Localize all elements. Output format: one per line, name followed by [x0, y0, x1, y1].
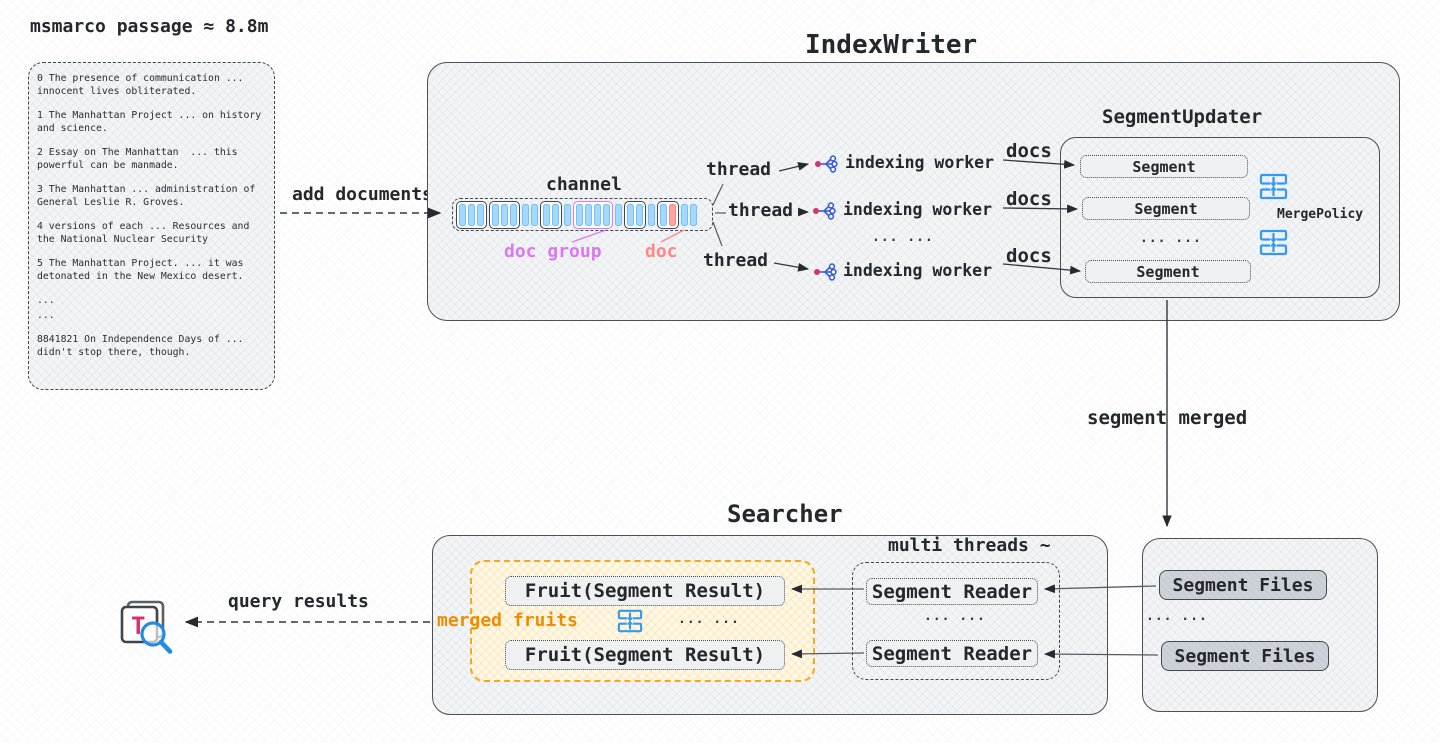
- doc-batch: [657, 200, 679, 229]
- doc-batch: [540, 200, 562, 229]
- doc-bar: [660, 203, 667, 226]
- doc-bar: [501, 203, 508, 226]
- merged-fruits-label: merged fruits: [437, 610, 578, 631]
- tokenizer-icon: [814, 155, 840, 177]
- doc-bar: [576, 203, 583, 226]
- channel-label: channel: [546, 174, 622, 195]
- thread-label: thread: [706, 159, 772, 180]
- segment-files-box: Segment Files: [1159, 570, 1327, 600]
- passage-ellipsis: ...: [37, 295, 55, 306]
- passage: 8841821 On Independence Days of ... didn…: [37, 334, 244, 358]
- docs-label: docs: [1006, 245, 1052, 267]
- docs-label: docs: [1006, 140, 1052, 162]
- passage: 0 The presence of communication ... inno…: [37, 73, 244, 97]
- segments-ellipsis: ... ...: [1140, 231, 1202, 246]
- doc-bar: [459, 203, 466, 226]
- doc-group: [573, 200, 613, 229]
- document-search-icon: T: [115, 597, 177, 663]
- doc-bar: [510, 203, 517, 226]
- fruit-box: Fruit(Segment Result): [505, 576, 785, 606]
- doc-bar: [603, 203, 610, 226]
- files-ellipsis: ... ...: [1146, 609, 1208, 624]
- doc-bar: [468, 203, 475, 226]
- passage: 4 versions of each ... Resources and the…: [37, 221, 250, 245]
- doc-bar: [585, 203, 592, 226]
- tokenizer-icon: [812, 202, 838, 224]
- doc-bar: [627, 203, 634, 226]
- doc-bar: [564, 203, 571, 226]
- docs-label: docs: [1006, 188, 1052, 210]
- doc-batch: [489, 200, 520, 229]
- merge-icon: [1259, 173, 1288, 204]
- indexing-worker-label: indexing worker: [843, 261, 993, 280]
- thread-label: thread: [728, 200, 794, 221]
- passage: 3 The Manhattan ... administration of Ge…: [37, 184, 256, 208]
- segment-reader-box: Segment Reader: [866, 640, 1038, 667]
- multi-threads-label: multi threads ~: [888, 535, 1051, 556]
- passage: 1 The Manhattan Project ... on history a…: [37, 110, 262, 134]
- segment-reader-box: Segment Reader: [866, 578, 1038, 605]
- doc-bar: [636, 203, 643, 226]
- merge-icon: [617, 609, 643, 637]
- merge-policy-label: MergePolicy: [1277, 207, 1364, 222]
- add-documents-label: add documents: [292, 184, 433, 205]
- doc-batch: [624, 200, 646, 229]
- doc-bar: [522, 203, 529, 226]
- thread-label: thread: [703, 250, 769, 271]
- doc-bar: [492, 203, 499, 226]
- fruits-ellipsis: ... ...: [678, 612, 740, 627]
- tokenizer-icon: [813, 263, 839, 285]
- fruit-box: Fruit(Segment Result): [505, 640, 785, 670]
- passage-ellipsis: ...: [37, 310, 55, 321]
- doc-bar-red: [669, 203, 676, 226]
- indexing-worker-label: indexing worker: [843, 200, 993, 219]
- threads-ellipsis: ... ...: [872, 230, 934, 245]
- doc-bar: [690, 203, 697, 226]
- indexing-worker-label: indexing worker: [845, 153, 995, 172]
- doc-bar: [648, 203, 655, 226]
- segmentupdater-title: SegmentUpdater: [1102, 106, 1263, 128]
- segment-box: Segment: [1085, 260, 1251, 283]
- doc-bar: [681, 203, 688, 226]
- doc-bar: [615, 203, 622, 226]
- doc-bar: [552, 203, 559, 226]
- segment-box: Segment: [1082, 197, 1250, 220]
- doc-batch: [456, 200, 487, 229]
- merge-icon: [1259, 229, 1288, 260]
- segment-files-container: [1142, 538, 1378, 712]
- segment-box: Segment: [1080, 155, 1248, 178]
- channel-items: [452, 198, 713, 231]
- doc-bar: [477, 203, 484, 226]
- segment-files-box: Segment Files: [1161, 641, 1329, 671]
- corpus-title: msmarco passage ≈ 8.8m: [30, 16, 269, 37]
- doc-bar: [594, 203, 601, 226]
- passage: 2 Essay on The Manhattan ... this powerf…: [37, 147, 238, 171]
- searcher-title: Searcher: [727, 500, 843, 528]
- doc-bar: [531, 203, 538, 226]
- passage: 5 The Manhattan Project. ... it was deto…: [37, 258, 244, 282]
- query-results-label: query results: [228, 591, 369, 612]
- readers-ellipsis: ... ...: [924, 609, 986, 624]
- segment-merged-label: segment merged: [1087, 407, 1248, 429]
- indexwriter-title: IndexWriter: [805, 30, 978, 60]
- doc-bar: [543, 203, 550, 226]
- multi-threads-box: [852, 562, 1060, 680]
- doc-group-label: doc group: [504, 241, 602, 262]
- corpus-box: 0 The presence of communication ... inno…: [28, 62, 275, 390]
- doc-label: doc: [645, 241, 678, 262]
